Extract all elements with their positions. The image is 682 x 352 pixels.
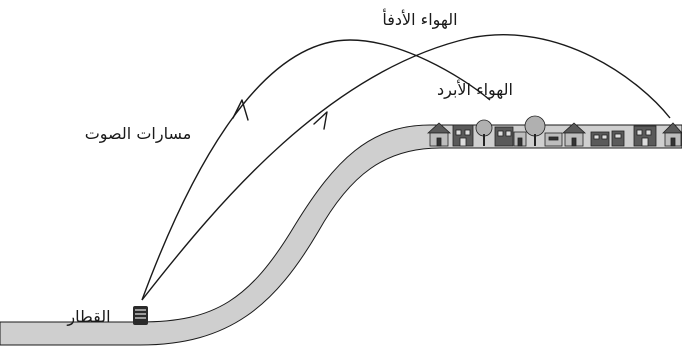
house-icon xyxy=(513,131,527,147)
arrow-cool xyxy=(313,111,328,130)
label-train: القطار xyxy=(66,307,110,327)
ground-terrain xyxy=(0,124,682,346)
village xyxy=(426,115,682,147)
tree-icon xyxy=(524,115,546,146)
house-icon xyxy=(590,131,610,147)
sound-path-warm xyxy=(141,39,491,301)
label-cool-air: الهواء الأبرد xyxy=(437,79,513,100)
house-icon xyxy=(452,124,474,147)
label-sound-paths: مسارات الصوت xyxy=(85,124,192,144)
train-icon xyxy=(133,306,148,325)
house-icon xyxy=(494,126,514,147)
house-icon xyxy=(426,122,452,147)
house-icon xyxy=(633,125,657,147)
house-icon xyxy=(611,130,625,147)
label-warm-air: الهواء الأدفأ xyxy=(382,8,457,30)
sound-path-cool xyxy=(141,34,671,301)
house-icon xyxy=(544,132,563,147)
tree-icon xyxy=(475,119,493,146)
house-icon xyxy=(662,122,682,147)
arrow-warm xyxy=(232,99,249,121)
house-icon xyxy=(561,122,587,147)
